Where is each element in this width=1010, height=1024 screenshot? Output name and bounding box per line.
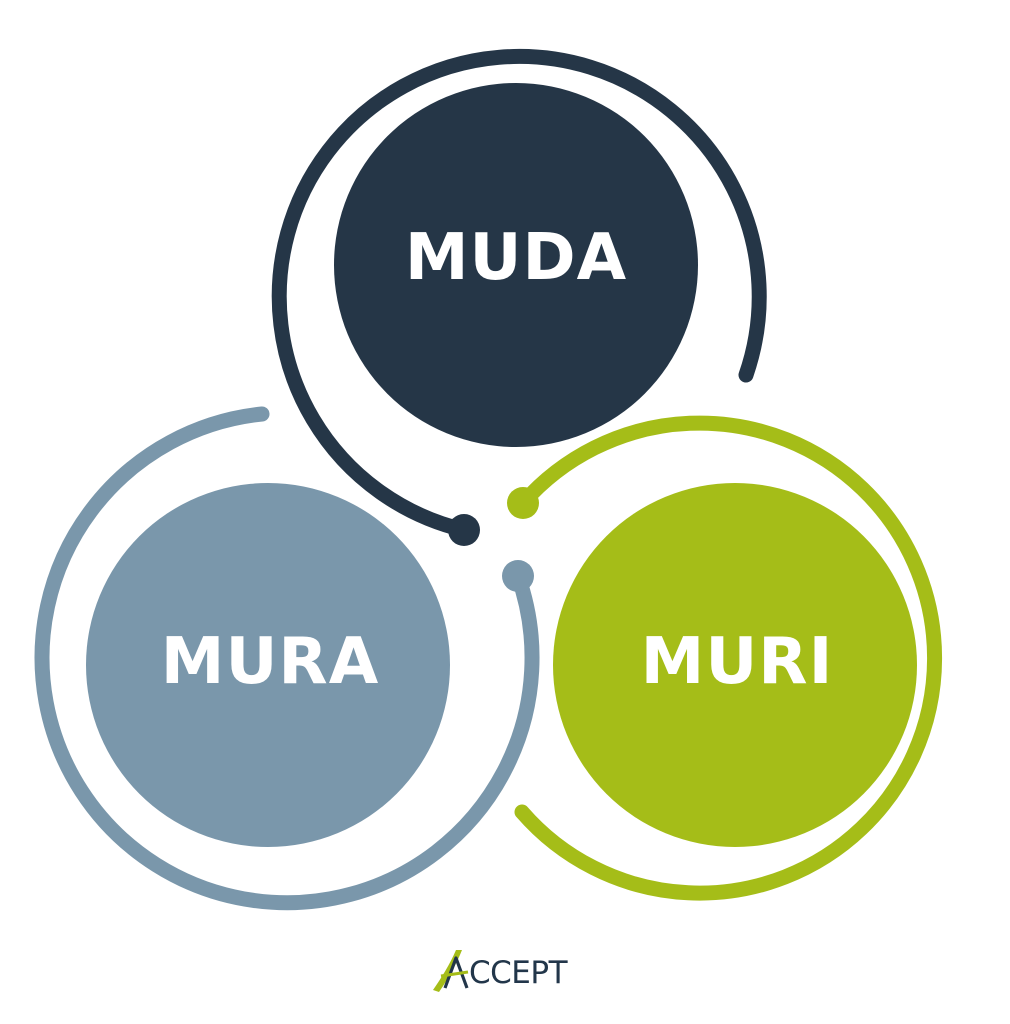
muda-outer-arc [271,48,767,538]
logo-a-stroke-icon [443,956,469,989]
mura-outer-arc [34,406,540,911]
mura-circle [86,483,450,847]
logo-text: CCEPT [469,955,569,991]
logo-a-crossbar-icon [440,970,469,978]
muri-label: MURI [641,625,834,699]
accept-logo: CCEPT [433,950,569,992]
mura-label: MURA [161,625,379,699]
muda-arc-end-dot [448,514,480,546]
muda-circle [334,83,698,447]
mura-group: MURA [34,406,540,911]
muda-group: MUDA [271,48,767,546]
muri-circle [553,483,917,847]
muda-label: MUDA [405,221,627,295]
mura-arc-end-dot [502,560,534,592]
muri-outer-arc [514,415,943,901]
muri-group: MURI [507,415,943,901]
muri-arc-end-dot [507,487,539,519]
